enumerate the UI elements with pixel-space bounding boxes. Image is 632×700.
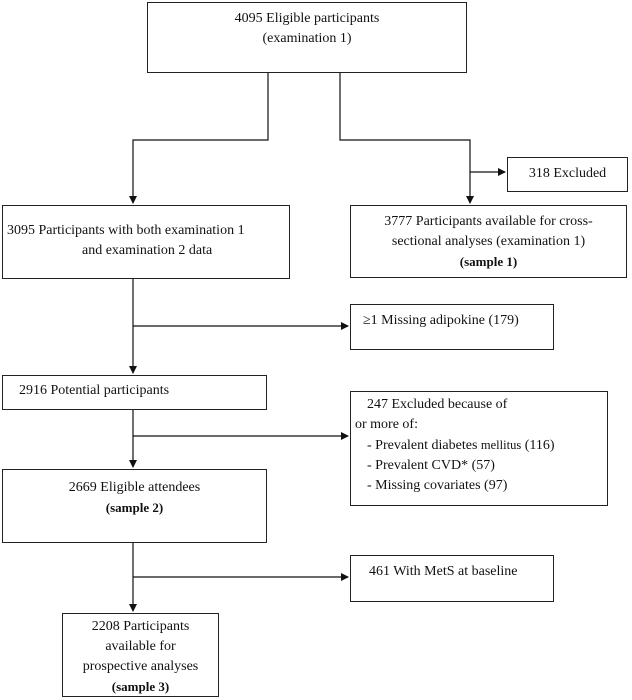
eligible-participants-exam: (examination 1): [262, 31, 352, 46]
potential-participants-text: 2916 Potential participants: [19, 383, 170, 398]
prospective-line1: 2208 Participants: [91, 619, 190, 634]
both-exams-line2: and examination 2 data: [82, 243, 213, 258]
excluded-247-line1: 247 Excluded because of: [367, 397, 508, 412]
excluded-318-text: 318 Excluded: [528, 166, 607, 181]
cross-sectional-line1: 3777 Participants available for cross-: [384, 214, 593, 229]
both-exams-line1: 3095 Participants with both examination …: [7, 223, 245, 238]
mets-text: 461 With MetS at baseline: [369, 564, 518, 579]
sample-1-label: (sample 1): [459, 254, 518, 269]
cross-sectional-line2: sectional analyses (examination 1): [391, 234, 586, 249]
sample-3-label: (sample 3): [111, 679, 170, 694]
arrow-to-cross-sectional: [339, 73, 474, 204]
mets-box: 461 With MetS at baseline: [350, 555, 554, 602]
prospective-box: 2208 Participants available for prospect…: [62, 613, 219, 697]
missing-adipokine-box: ≥1 Missing adipokine (179): [350, 304, 554, 350]
sample-2-label: (sample 2): [105, 500, 164, 515]
excluded-247-line2: or more of:: [355, 417, 418, 432]
arrow-to-both-exams: [129, 73, 269, 204]
excluded-318-box: 318 Excluded: [507, 157, 628, 192]
eligible-attendees-count: 2669 Eligible attendees: [68, 480, 201, 495]
excluded-247-box: 247 Excluded because of or more of: - Pr…: [350, 391, 608, 506]
eligible-participants-count: 4095 Eligible participants: [234, 11, 380, 26]
prospective-line3: prospective analyses: [82, 659, 199, 674]
both-exams-box: 3095 Participants with both examination …: [2, 205, 290, 279]
potential-participants-box: 2916 Potential participants: [2, 375, 267, 410]
excluded-diabetes-item: - Prevalent diabetes mellitus (116): [367, 438, 555, 453]
cross-sectional-box: 3777 Participants available for cross- s…: [350, 205, 627, 278]
excluded-cvd-item: - Prevalent CVD* (57): [367, 458, 495, 473]
eligible-attendees-box: 2669 Eligible attendees (sample 2): [2, 469, 267, 543]
prospective-line2: available for: [105, 639, 176, 654]
excluded-covariates-item: - Missing covariates (97): [367, 478, 508, 493]
missing-adipokine-text: ≥1 Missing adipokine (179): [363, 313, 519, 328]
eligible-participants-box: 4095 Eligible participants (examination …: [147, 2, 467, 73]
